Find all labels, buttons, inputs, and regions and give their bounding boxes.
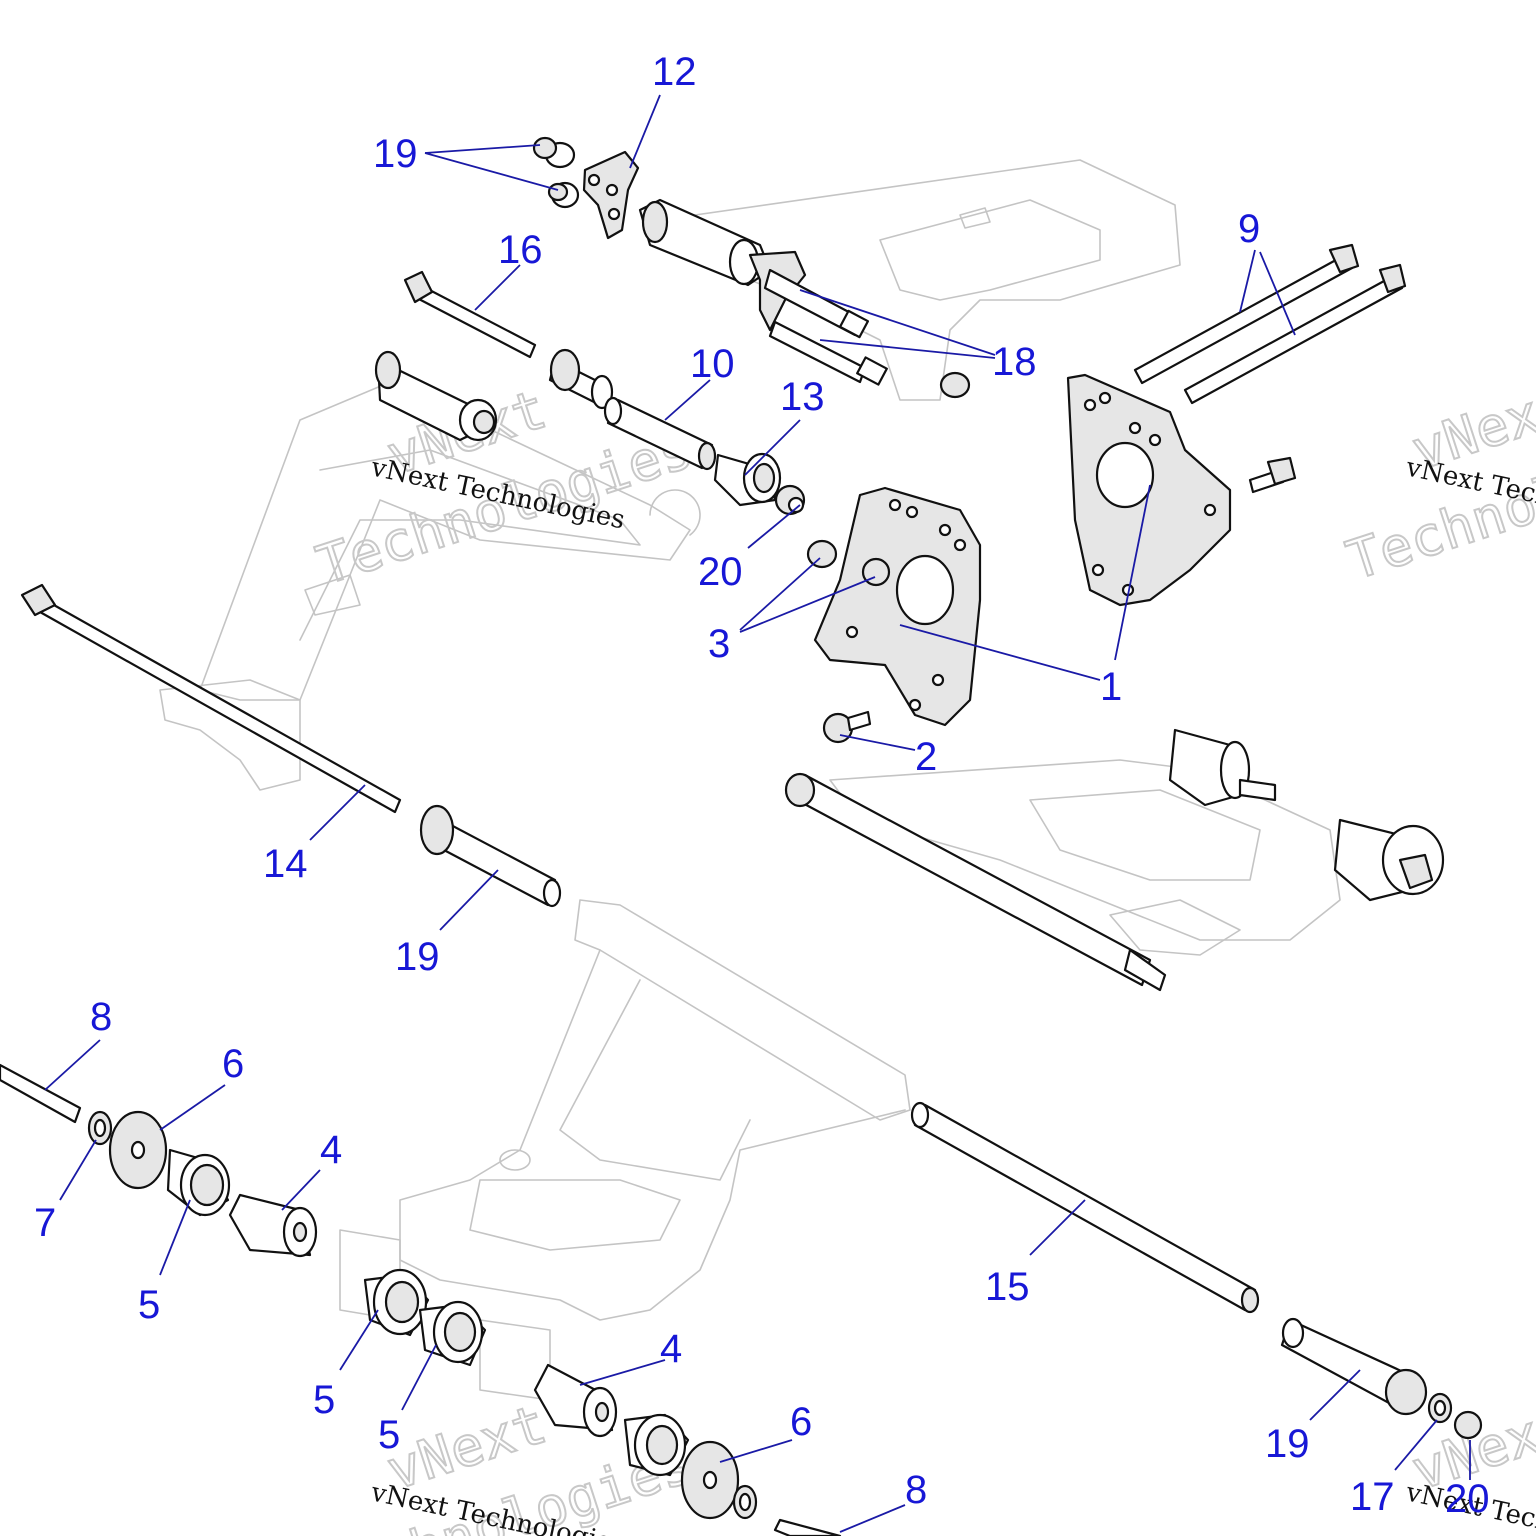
callout-8-upper: 8: [90, 995, 112, 1039]
part-1-bracket-left: [813, 486, 982, 727]
callout-10: 10: [690, 342, 735, 386]
callout-labels: 12 19 16 9 18 10 13 20 3 1 2 14 19 8 6 4…: [34, 50, 1490, 1521]
callout-3: 3: [708, 622, 730, 666]
callout-5-low: 5: [378, 1413, 400, 1457]
callout-19-lower: 19: [1265, 1422, 1310, 1466]
callout-2: 2: [915, 735, 937, 779]
part-6-washer-left: [108, 1110, 168, 1190]
callout-6-upper: 6: [222, 1042, 244, 1086]
callout-4-upper: 4: [320, 1128, 342, 1172]
callout-13: 14: [263, 842, 308, 886]
part-2-bolt: [822, 710, 872, 744]
callout-16: 17: [1350, 1475, 1395, 1519]
callout-14: 15: [985, 1265, 1030, 1309]
part-14-tube: [910, 1101, 1260, 1314]
part-18-nuts: [532, 136, 580, 209]
callout-19-upper: 19: [395, 935, 440, 979]
part-5-bushing-low: [418, 1300, 487, 1367]
part-4-bushing-upper: [228, 1193, 318, 1258]
callout-5-upper: 5: [138, 1283, 160, 1327]
part-9-bolts: [1133, 243, 1407, 405]
part-15-bolt: [403, 270, 537, 359]
part-20-nut-upper: [774, 484, 806, 516]
callout-20-upper: 20: [698, 550, 743, 594]
part-16-washer: [1427, 1392, 1453, 1424]
callout-7: 7: [34, 1201, 56, 1245]
right-shaft-assembly: [784, 728, 1445, 992]
callout-8-lower: 8: [905, 1468, 927, 1512]
part-7-washer: [87, 1110, 113, 1146]
part-12-bushing: [713, 452, 782, 507]
part-bolt-right: [1248, 456, 1297, 494]
part-11-plate: [582, 150, 640, 240]
callout-18: 19: [373, 132, 418, 176]
part-4-bushing-lower: [533, 1363, 618, 1438]
callout-9: 9: [1238, 207, 1260, 251]
part-5-bushing-left: [166, 1148, 231, 1217]
callout-12: 13: [780, 375, 825, 419]
leader-lines: [44, 94, 1471, 1533]
part-8-bolt-left: [0, 1063, 82, 1124]
part-20-nut-lower: [1453, 1410, 1483, 1440]
part-19-sleeve-upper: [419, 804, 562, 908]
upper-bushing-assembly: [638, 198, 971, 399]
part-5-bushing-mid: [363, 1268, 430, 1337]
upper-left-bushing: [374, 350, 498, 442]
callout-11: 12: [652, 50, 697, 94]
callout-15: 16: [498, 228, 543, 272]
callout-20-lower: 20: [1445, 1477, 1490, 1521]
part-7-washer-lower: [732, 1484, 758, 1520]
part-13-bolt: [20, 583, 402, 814]
callout-5-mid: 5: [313, 1378, 335, 1422]
callout-1: 1: [1100, 665, 1122, 709]
part-5-bushing-bottom: [623, 1413, 690, 1477]
part-8-bolt-lower: [773, 1518, 842, 1536]
callout-17: 18: [992, 340, 1037, 384]
callout-4-lower: 4: [660, 1327, 682, 1371]
part-6-washer-lower: [680, 1440, 740, 1520]
part-19-sleeve-lower: [1280, 1317, 1428, 1416]
sleeve-upper: [548, 348, 614, 410]
part-10-tube: [603, 396, 717, 471]
callout-6-lower: 6: [790, 1400, 812, 1444]
